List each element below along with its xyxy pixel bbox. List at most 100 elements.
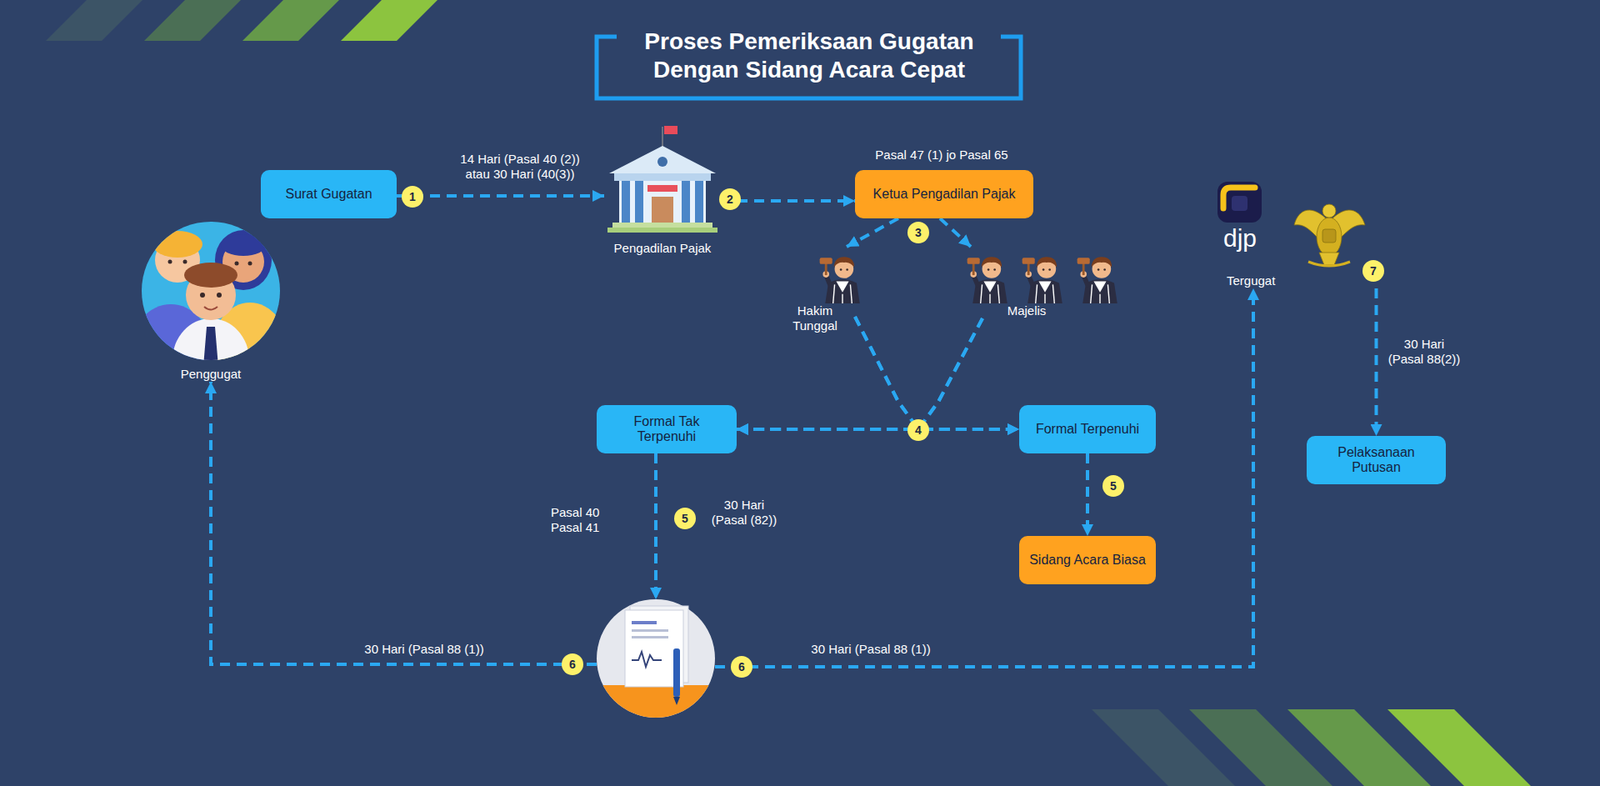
- court-building: [619, 180, 706, 223]
- verdict-document: [673, 648, 680, 697]
- node-label: Penggugat: [141, 366, 280, 382]
- judge-icons: [967, 256, 1008, 304]
- callout-number: 2: [719, 188, 741, 210]
- connector: [654, 453, 658, 600]
- verdict-document: [631, 629, 669, 632]
- connector: [1375, 288, 1379, 436]
- verdict-document: [583, 599, 734, 735]
- djp-logo: [1231, 195, 1248, 211]
- node-label: Majelis: [964, 303, 1090, 319]
- djp-logo: [1217, 181, 1262, 223]
- judge-icons: [820, 256, 1118, 304]
- callout-number: 5: [674, 507, 696, 530]
- court-building: [635, 180, 644, 223]
- garuda-emblem: [1316, 217, 1342, 256]
- callout-number: 5: [1102, 475, 1125, 497]
- node-label: Sidang Acara Biasa: [1029, 552, 1146, 568]
- garuda-emblem: [1308, 261, 1350, 266]
- people-illustration: [204, 306, 218, 310]
- corner-stripes: [242, 0, 340, 41]
- node-label: Ketua Pengadilan Pajak: [873, 186, 1016, 202]
- connector: [846, 218, 899, 247]
- garuda-emblem: [1322, 229, 1336, 243]
- court-building: [609, 145, 716, 174]
- verdict-document: [583, 685, 734, 735]
- people-illustration: [152, 230, 203, 258]
- edge-label: 30 Hari (Pasal 88 (1)): [787, 641, 955, 657]
- court-building: [612, 222, 713, 228]
- people-illustration: [248, 261, 253, 266]
- people-illustration: [200, 292, 205, 298]
- people-illustration: [172, 318, 250, 402]
- icon-node: Penggugat: [141, 221, 280, 382]
- note-label: Pasal 47 (1) jo Pasal 65: [841, 147, 1042, 163]
- process-box: Sidang Acara Biasa: [1019, 535, 1156, 585]
- corner-stripes: [1387, 709, 1531, 786]
- verdict-document: [583, 685, 734, 735]
- people-illustration: [216, 292, 222, 298]
- court-building: [647, 185, 678, 192]
- edge-label: 30 Hari (Pasal 88 (1)): [340, 641, 508, 657]
- verdict-document: [631, 651, 662, 667]
- djp-logo: [1217, 181, 1262, 223]
- node-label: Pelaksanaan Putusan: [1313, 445, 1440, 476]
- garuda-emblem: [1294, 204, 1365, 266]
- edge-label: 14 Hari (Pasal 40 (2)) atau 30 Hari (40(…: [453, 151, 587, 182]
- connector: [736, 318, 983, 430]
- callout-number: 4: [907, 419, 930, 441]
- connector: [918, 318, 1020, 430]
- court-building: [681, 180, 690, 223]
- connector: [940, 218, 971, 247]
- connector: [720, 199, 855, 203]
- note-label: djp: [1206, 225, 1274, 252]
- corner-stripes: [144, 0, 241, 41]
- corner-stripes: [45, 0, 1531, 786]
- process-box: Formal Terpenuhi: [1019, 405, 1156, 454]
- connector: [736, 316, 919, 430]
- court-building: [621, 180, 630, 223]
- callout-number: 3: [907, 221, 930, 244]
- node-label: Pengadilan Pajak: [604, 240, 721, 256]
- diagram-title: Proses Pemeriksaan Gugatan Dengan Sidang…: [613, 27, 1005, 85]
- verdict-document: [631, 635, 669, 639]
- node-label: Formal Tak Terpenuhi: [603, 414, 730, 445]
- verdict-document: [673, 696, 680, 705]
- edge-label: 30 Hari (Pasal 88(2)): [1386, 336, 1463, 367]
- connector: [855, 316, 1020, 430]
- judge-icons: [1077, 256, 1118, 304]
- garuda-emblem: [1322, 204, 1336, 218]
- connector: [210, 381, 597, 665]
- people-illustration: [168, 260, 173, 265]
- note-label: Pasal 40 Pasal 41: [550, 505, 611, 535]
- callout-number: 6: [561, 653, 584, 675]
- node-label: Formal Terpenuhi: [1035, 421, 1140, 437]
- node-label: Surat Gugatan: [285, 186, 372, 202]
- court-building: [614, 173, 711, 181]
- corner-stripes: [340, 0, 438, 41]
- verdict-document: [631, 620, 657, 625]
- connector: [396, 194, 605, 198]
- edge-label: 30 Hari (Pasal (82)): [709, 497, 780, 528]
- node-label: Hakim Tunggal: [775, 303, 855, 334]
- people-illustration: [235, 261, 240, 266]
- judge-icons: [1022, 256, 1063, 304]
- node-label: Tergugat: [1226, 273, 1384, 289]
- process-box: Ketua Pengadilan Pajak: [855, 170, 1034, 219]
- people-illustration: [130, 230, 288, 402]
- court-building: [651, 196, 674, 223]
- document-node: [596, 599, 715, 718]
- people-illustration: [220, 234, 266, 256]
- icon-node: Hakim Tunggal: [775, 246, 855, 334]
- court-building: [661, 126, 664, 149]
- court-building: [664, 125, 678, 135]
- judge-icons: [820, 256, 860, 304]
- callout-number: 1: [401, 185, 424, 208]
- garuda-emblem: [1319, 252, 1340, 265]
- people-illustration: [184, 262, 238, 288]
- court-building: [607, 227, 718, 233]
- connector: [1085, 453, 1090, 536]
- icon-node: Majelis: [964, 246, 1090, 319]
